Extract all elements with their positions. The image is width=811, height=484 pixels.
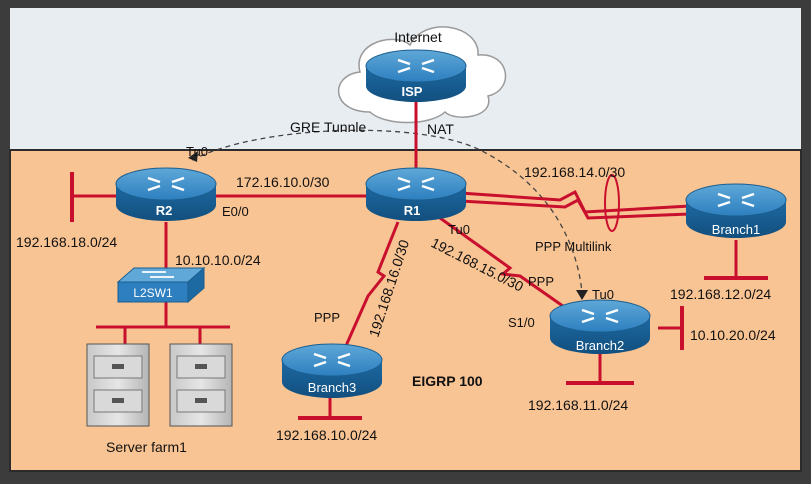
r2-e00-label: E0/0 (222, 204, 249, 219)
server-icon (86, 343, 150, 427)
switch-l2sw1-icon (116, 266, 206, 304)
lan-bars (70, 172, 768, 420)
link-r1-branch1-a (459, 189, 691, 214)
lan-branch2-side-label: 10.10.20.0/24 (690, 327, 776, 343)
link-r2-r1-label: 172.16.10.0/30 (236, 174, 330, 190)
router-branch1-icon (685, 183, 787, 238)
router-r2-label: R2 (156, 203, 173, 218)
gre-arrow-left (188, 151, 198, 162)
link-r1-branch1-b (459, 197, 691, 220)
ppp-multilink-label: PPP Multilink (535, 239, 612, 254)
cloud-label: Internet (394, 29, 442, 45)
router-isp-label: ISP (402, 84, 423, 99)
router-branch3-label: Branch3 (308, 380, 356, 395)
gre-tunnel-line (191, 129, 583, 293)
router-branch2-label: Branch2 (576, 338, 624, 353)
ppp-branch3-label: PPP (314, 310, 340, 325)
gre-tunnel-label: GRE Tunnle (290, 119, 366, 135)
link-r1-branch3 (343, 221, 400, 349)
switch-label: L2SW1 (133, 286, 173, 300)
lan-branch3-label: 192.168.10.0/24 (276, 427, 377, 443)
nat-label: NAT (427, 121, 454, 137)
lan-branch1-label: 192.168.12.0/24 (670, 286, 771, 302)
link-r1-branch1-label: 192.168.14.0/30 (524, 164, 625, 180)
multilink-bundle-icon (604, 174, 620, 232)
router-r2-icon (115, 167, 217, 221)
ppp-branch2-label: PPP (528, 274, 554, 289)
link-r1-branch2 (439, 216, 581, 320)
server-icon (169, 343, 233, 427)
router-isp-icon (365, 49, 467, 102)
server-farm-label: Server farm1 (106, 439, 187, 455)
link-r2-switch-label: 10.10.10.0/24 (175, 252, 261, 268)
gre-arrow-right (576, 290, 588, 300)
r1-tu0-label: Tu0 (448, 222, 470, 237)
router-r1-label: R1 (404, 203, 421, 218)
router-branch1-label: Branch1 (712, 222, 760, 237)
lan-branch2-label: 192.168.11.0/24 (528, 397, 628, 413)
eigrp-label: EIGRP 100 (412, 373, 483, 389)
branch2-s10-label: S1/0 (508, 315, 535, 330)
router-branch2-icon (549, 299, 651, 354)
branch2-tu0-label: Tu0 (592, 287, 614, 302)
lan-r2-label: 192.168.18.0/24 (16, 234, 117, 250)
r2-tu0-label: Tu0 (186, 144, 208, 159)
router-r1-icon (365, 167, 467, 221)
router-branch3-icon (281, 343, 383, 398)
